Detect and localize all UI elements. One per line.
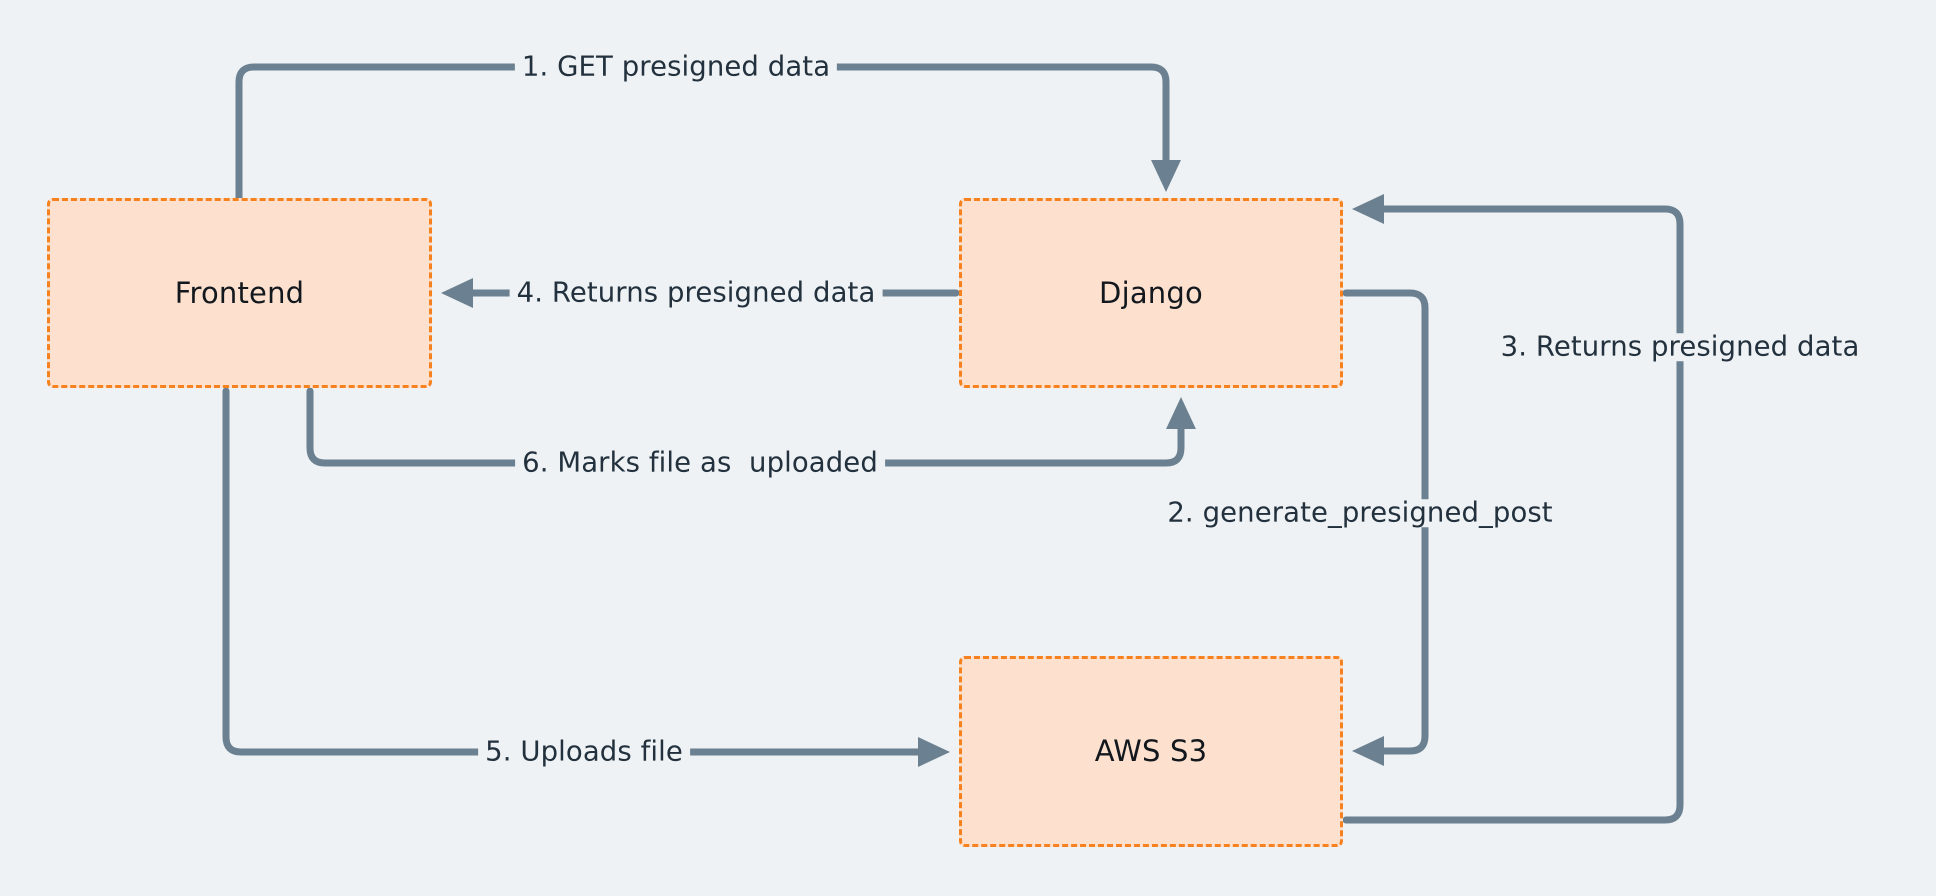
node-aws-s3-label: AWS S3: [1094, 734, 1208, 768]
node-aws-s3[interactable]: AWS S3: [959, 656, 1343, 847]
edge-label-2: 2. generate_presigned_post: [1160, 499, 1560, 527]
edge-path-3: [1342, 193, 1684, 824]
node-frontend[interactable]: Frontend: [47, 198, 432, 388]
edge-path-5: [222, 387, 951, 768]
edge-path-1: [235, 63, 1182, 202]
node-frontend-label: Frontend: [174, 275, 305, 310]
edge-label-5: 5. Uploads file: [478, 738, 690, 766]
edge-label-4: 4. Returns presigned data: [509, 279, 883, 307]
edge-label-3: 3. Returns presigned data: [1493, 333, 1867, 361]
edge-label-1: 1. GET presigned data: [514, 53, 838, 81]
node-django-label: Django: [1099, 275, 1203, 310]
edge-label-6: 6. Marks file as uploaded: [515, 449, 885, 477]
node-django[interactable]: Django: [959, 198, 1343, 388]
